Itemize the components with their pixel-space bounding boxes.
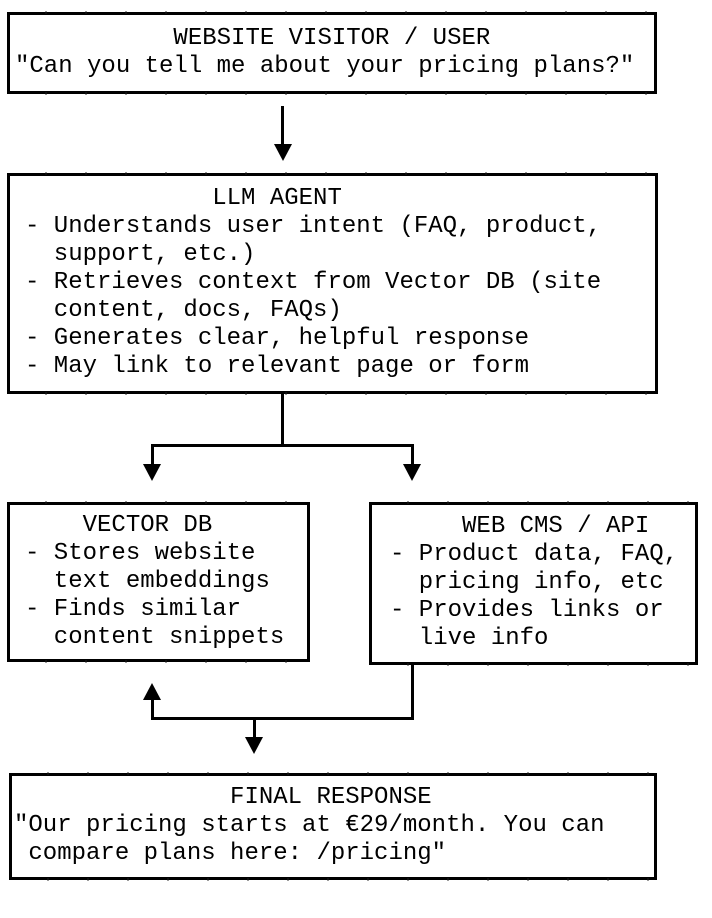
vector-db-box: VECTOR DB - Stores website text embeddin…	[7, 501, 310, 663]
llm-agent-bullet: - Retrieves context from Vector DB (site	[25, 269, 602, 296]
vector-db-bullet: text embeddings	[25, 568, 270, 595]
connector-line	[253, 719, 256, 738]
vector-db-bullet: - Stores website	[25, 540, 256, 567]
arrow-down-icon	[245, 737, 263, 754]
web-cms-bullet: - Provides links or	[390, 597, 664, 624]
arrow-down-icon	[274, 144, 292, 161]
llm-agent-box: LLM AGENT - Understands user intent (FAQ…	[7, 172, 658, 395]
vector-db-bullet: content snippets	[25, 624, 285, 651]
llm-agent-bullet: - May link to relevant page or form	[25, 353, 530, 380]
llm-agent-bullet: support, etc.)	[25, 241, 256, 268]
final-response-quote: compare plans here: /pricing"	[14, 840, 447, 867]
visitor-box-quote: "Can you tell me about your pricing plan…	[15, 53, 635, 80]
llm-agent-bullet: - Generates clear, helpful response	[25, 325, 530, 352]
web-cms-bullet: live info	[390, 625, 549, 652]
llm-agent-bullet: content, docs, FAQs)	[25, 297, 342, 324]
web-cms-box-title: WEB CMS / API	[390, 513, 650, 540]
final-response-box-title: FINAL RESPONSE	[14, 784, 432, 811]
web-cms-bullet: pricing info, etc	[390, 569, 664, 596]
connector-line	[281, 393, 284, 447]
llm-agent-box-title: LLM AGENT	[25, 185, 342, 212]
final-response-quote: "Our pricing starts at €29/month. You ca…	[14, 812, 605, 839]
connector-line	[151, 717, 414, 720]
web-cms-box: WEB CMS / API - Product data, FAQ, prici…	[369, 501, 698, 666]
final-response-box: FINAL RESPONSE "Our pricing starts at €2…	[9, 772, 657, 881]
llm-agent-bullet: - Understands user intent (FAQ, product,	[25, 213, 602, 240]
connector-line	[151, 444, 154, 465]
visitor-box-title: WEBSITE VISITOR / USER	[15, 25, 491, 52]
connector-line	[411, 444, 414, 465]
connector-line	[151, 444, 414, 447]
connector-line	[411, 664, 414, 720]
connector-line	[151, 700, 154, 718]
vector-db-box-title: VECTOR DB	[25, 512, 213, 539]
connector-line	[281, 106, 284, 144]
web-cms-bullet: - Product data, FAQ,	[390, 541, 679, 568]
arrow-up-icon	[143, 683, 161, 700]
arrow-down-icon	[143, 464, 161, 481]
visitor-box: WEBSITE VISITOR / USER "Can you tell me …	[7, 11, 657, 95]
vector-db-bullet: - Finds similar	[25, 596, 242, 623]
arrow-down-icon	[403, 464, 421, 481]
